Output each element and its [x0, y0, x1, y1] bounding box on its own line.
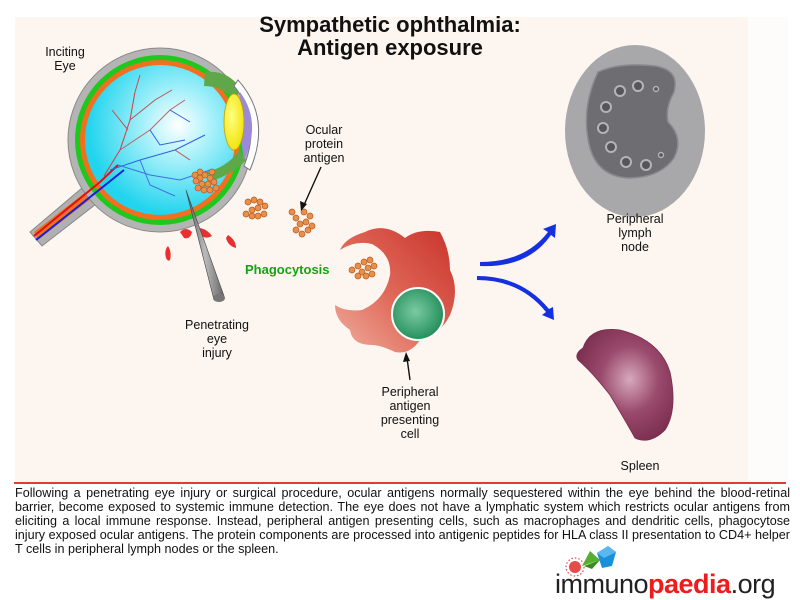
label-peripheral-apc: Peripheral antigen presenting cell: [370, 385, 450, 441]
label-spleen: Spleen: [620, 459, 660, 473]
eye-illustration: [29, 47, 260, 302]
logo-text-org: .org: [730, 569, 776, 599]
lens: [223, 93, 245, 151]
label-peripheral-lymph-node: Peripheral lymph node: [600, 212, 670, 254]
description-text: Following a penetrating eye injury or su…: [15, 486, 790, 556]
immunopaedia-logo[interactable]: immunopaedia.org: [555, 569, 776, 599]
vitreous: [85, 65, 235, 215]
label-line: presenting: [380, 413, 440, 427]
label-line: antigen: [389, 399, 431, 413]
label-line: Inciting: [45, 45, 85, 59]
label-line: Eye: [54, 59, 76, 73]
label-line: Ocular: [305, 123, 343, 137]
label-line: eye: [206, 332, 228, 346]
ciliary-body-bottom: [206, 150, 246, 180]
divider-line: [14, 482, 786, 484]
label-line: cell: [400, 427, 420, 441]
label-line: node: [621, 240, 649, 254]
antigen-presenting-cell: [335, 228, 455, 353]
immunopaedia-logo-graphic: [565, 546, 616, 577]
migration-arrows: [477, 224, 556, 320]
title-line-2: Antigen exposure: [297, 35, 483, 60]
label-line: Peripheral: [606, 212, 664, 226]
logo-text-paedia: paedia: [648, 569, 731, 599]
label-line: antigen: [303, 151, 345, 165]
label-line: injury: [202, 346, 232, 360]
label-line: protein: [304, 137, 344, 151]
antigen-pointer-arrow: [300, 166, 322, 211]
illustration-panel-edge: [748, 17, 788, 483]
ciliary-body-top: [204, 71, 240, 100]
retinal-vessels: [33, 74, 211, 241]
arrow-to-spleen: [477, 276, 554, 320]
apc-nucleus: [391, 287, 445, 341]
title-line-1: Sympathetic ophthalmia:: [259, 12, 521, 37]
page-title: Sympathetic ophthalmia: Antigen exposure: [200, 13, 580, 59]
label-inciting-eye: Inciting Eye: [40, 45, 90, 73]
label-phagocytosis: Phagocytosis: [245, 262, 330, 277]
free-antigen-cluster-1: [242, 196, 269, 220]
label-penetrating-eye-injury: Penetrating eye injury: [172, 318, 262, 360]
arrow-to-lymph-node: [480, 224, 556, 267]
lymph-node: [565, 45, 705, 217]
label-line: lymph: [618, 226, 652, 240]
label-ocular-protein-antigen: Ocular protein antigen: [296, 123, 352, 165]
phagocytosed-antigen-cluster: [348, 256, 378, 280]
logo-text-immuno: immuno: [555, 569, 649, 599]
spleen: [576, 329, 674, 441]
label-line: Penetrating: [185, 318, 249, 332]
free-antigen-cluster-2: [288, 208, 316, 238]
apc-pointer-arrow: [403, 352, 411, 381]
needle-end: [213, 294, 225, 302]
label-line: Peripheral: [381, 385, 439, 399]
